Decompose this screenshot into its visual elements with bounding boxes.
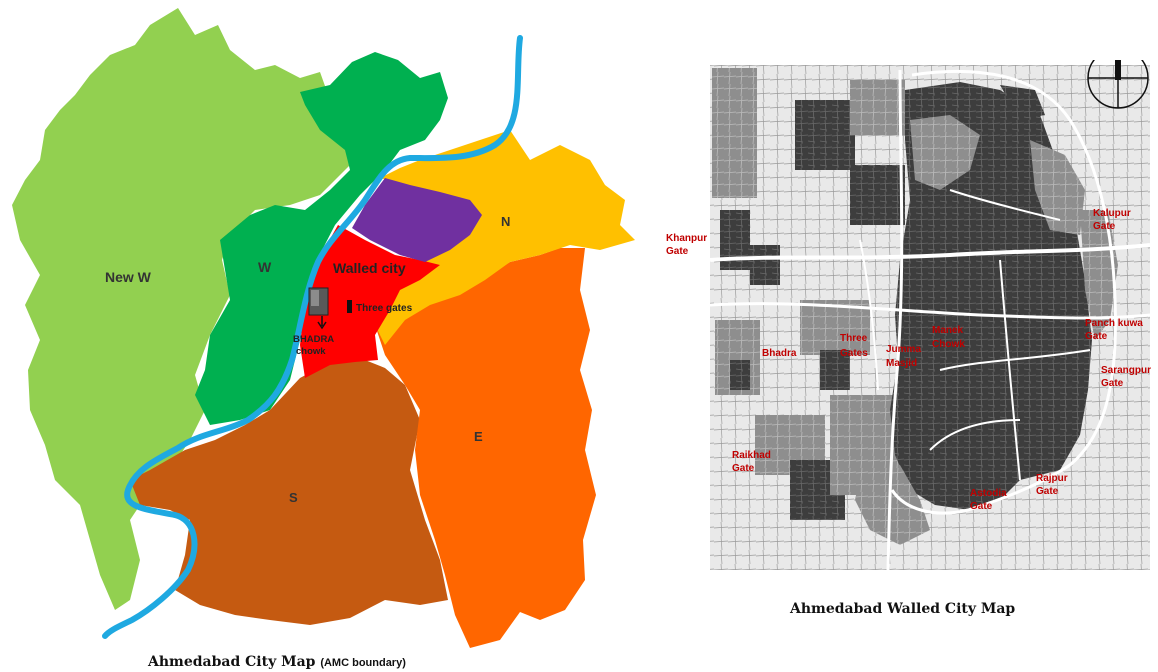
zone-purple: [352, 178, 482, 262]
label-e: E: [474, 429, 483, 444]
zone-walled-city: [300, 225, 440, 378]
label-w: W: [258, 259, 272, 275]
north-arrow-icon: [1087, 60, 1149, 109]
city-map-caption-note: (AMC boundary): [320, 657, 406, 669]
city-map-caption: Ahmedabad City Map (AMC boundary): [148, 654, 406, 670]
label-bhadra-1: BHADRA: [293, 334, 334, 345]
label-new-w: New W: [105, 269, 152, 285]
three-gates-marker: [347, 300, 352, 313]
zone-s: [130, 358, 448, 625]
label-three-gates: Three gates: [356, 303, 413, 314]
bhadra-arrow-icon: [317, 316, 327, 330]
label-bhadra-2: chowk: [296, 346, 326, 357]
zone-new-w: [12, 8, 360, 610]
zone-w: [195, 52, 448, 425]
label-s: S: [289, 490, 298, 505]
river-sabarmati: [102, 35, 523, 639]
label-n: N: [501, 214, 510, 229]
city-map-caption-text: Ahmedabad City Map: [148, 654, 316, 670]
label-walled-city: Walled city: [333, 260, 406, 276]
zone-e: [375, 248, 596, 648]
walled-map-caption: Ahmedabad Walled City Map: [790, 601, 1016, 617]
zone-n: [370, 130, 635, 345]
walled-city-map: [710, 60, 1150, 570]
city-zone-map: New W W Walled city N E S Three gates BH…: [12, 8, 635, 648]
